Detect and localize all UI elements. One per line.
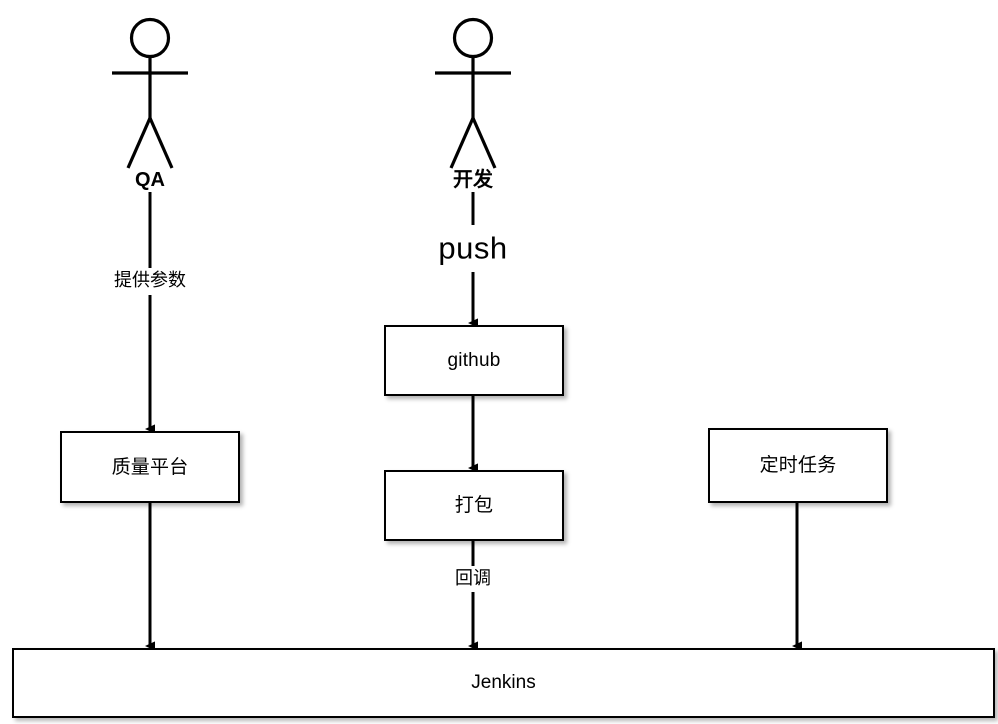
node-label-github: github (447, 350, 501, 371)
node-label-quality-platform: 质量平台 (111, 456, 189, 478)
edge-label-callback: 回调 (450, 569, 496, 587)
node-scheduled-task[interactable]: 定时任务 (708, 428, 888, 503)
node-label-jenkins: Jenkins (471, 672, 536, 693)
actor-label-qa: QA (131, 170, 169, 190)
node-github[interactable]: github (384, 325, 564, 396)
node-quality-platform[interactable]: 质量平台 (60, 431, 240, 503)
node-label-scheduled-task: 定时任务 (759, 455, 837, 476)
stick-figure-icon-qa (112, 17, 188, 169)
node-jenkins[interactable]: Jenkins (12, 648, 995, 718)
actor-label-dev: 开发 (449, 170, 497, 190)
node-label-package: 打包 (454, 495, 494, 516)
edge-label-provide-params: 提供参数 (109, 271, 191, 289)
node-package[interactable]: 打包 (384, 470, 564, 541)
edge-label-push: push (433, 232, 513, 264)
stick-figure-icon-dev (435, 17, 511, 169)
